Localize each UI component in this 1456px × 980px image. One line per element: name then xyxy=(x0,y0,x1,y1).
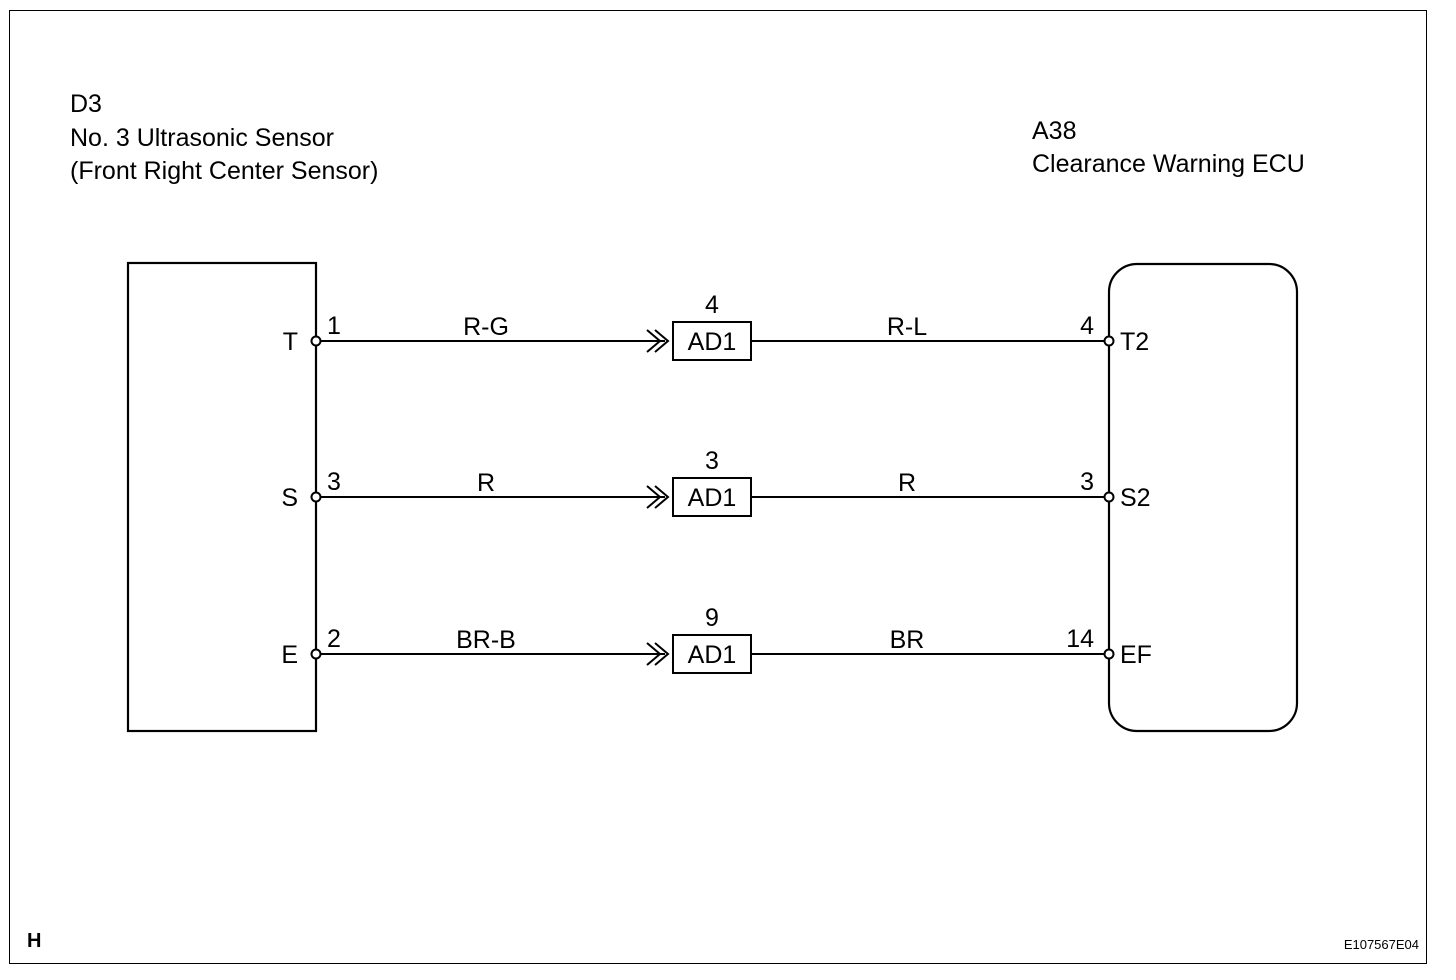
sensor-terminal-name: E xyxy=(281,641,298,669)
sensor-pin-circle xyxy=(310,491,322,503)
junction-connector-box xyxy=(672,321,752,361)
wire-color-left: R-G xyxy=(463,313,509,341)
sensor-pin-circle xyxy=(310,648,322,660)
connector-chevron xyxy=(654,329,670,353)
ecu-pin-circle xyxy=(1103,648,1115,660)
section-letter: H xyxy=(27,930,41,952)
junction-pin-number: 9 xyxy=(705,604,719,632)
ecu-terminal-name: S2 xyxy=(1120,484,1151,512)
sensor-terminal-name: S xyxy=(281,484,298,512)
sensor-pin-number: 1 xyxy=(327,312,341,340)
connector-chevron xyxy=(646,329,662,353)
sensor-pin-number: 2 xyxy=(327,625,341,653)
ecu-pin-number: 14 xyxy=(1066,625,1094,653)
connector-chevron xyxy=(646,485,662,509)
junction-pin-number: 3 xyxy=(705,447,719,475)
ecu-pin-circle xyxy=(1103,491,1115,503)
figure-id: E107567E04 xyxy=(1344,937,1419,952)
ecu-code: A38 xyxy=(1032,117,1077,145)
wire-color-left: R xyxy=(477,469,495,497)
sensor-terminal-name: T xyxy=(283,328,298,356)
wire-color-right: R xyxy=(898,469,916,497)
junction-connector-box xyxy=(672,477,752,517)
sensor-pin-number: 3 xyxy=(327,468,341,496)
connector-chevron xyxy=(654,485,670,509)
ecu-pin-number: 4 xyxy=(1080,312,1094,340)
junction-label: AD1 xyxy=(688,484,737,512)
sensor-code: D3 xyxy=(70,90,102,118)
junction-label: AD1 xyxy=(688,328,737,356)
wire-color-left: BR-B xyxy=(456,626,516,654)
sensor-subname: (Front Right Center Sensor) xyxy=(70,157,379,185)
ecu-pin-number: 3 xyxy=(1080,468,1094,496)
wire-color-right: BR xyxy=(890,626,925,654)
ecu-pin-circle xyxy=(1103,335,1115,347)
wire-color-right: R-L xyxy=(887,313,927,341)
connector-chevron xyxy=(646,642,662,666)
connector-chevron xyxy=(654,642,670,666)
junction-label: AD1 xyxy=(688,641,737,669)
ecu-name: Clearance Warning ECU xyxy=(1032,150,1305,178)
sensor-pin-circle xyxy=(310,335,322,347)
junction-pin-number: 4 xyxy=(705,291,719,319)
diagram-frame xyxy=(9,10,1427,964)
sensor-name: No. 3 Ultrasonic Sensor xyxy=(70,124,335,152)
ecu-terminal-name: T2 xyxy=(1120,328,1149,356)
ecu-terminal-name: EF xyxy=(1120,641,1152,669)
